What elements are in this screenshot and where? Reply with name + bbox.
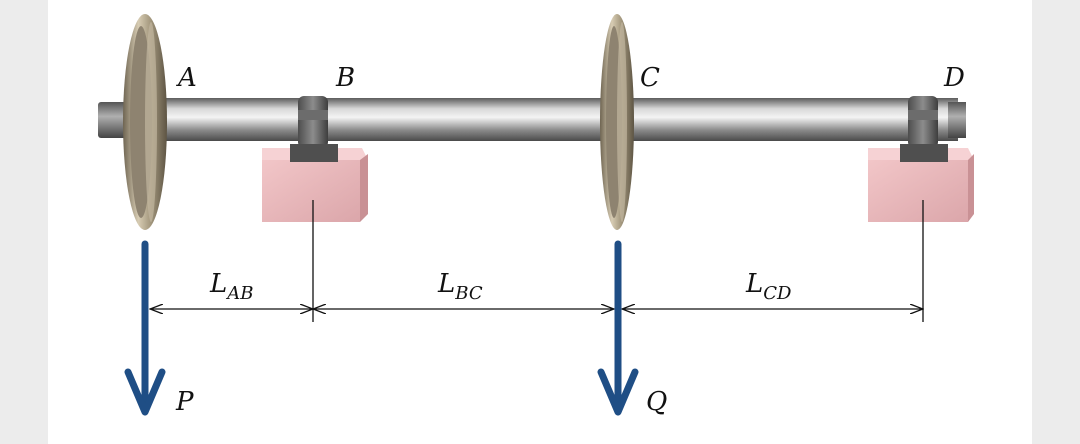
dimension-label-bc-sub: BC (454, 283, 483, 304)
load-arrow-q (597, 240, 639, 416)
label-load-q: Q (646, 387, 667, 417)
dimension-label-cd-main: L (745, 269, 763, 299)
axle-shaft (98, 98, 966, 141)
label-point-b: B (335, 63, 355, 93)
dimension-label-bc: LBC (437, 269, 483, 304)
dimension-label-cd-sub: CD (763, 283, 792, 304)
dimension-label-cd: LCD (745, 269, 792, 304)
dimension-label-ab: LAB (209, 269, 254, 304)
load-arrow-p (124, 240, 166, 416)
dimension-label-bc-main: L (437, 269, 455, 299)
bearing-b (290, 96, 338, 162)
label-point-c: C (640, 63, 660, 93)
bearing-d (900, 96, 948, 162)
support-block-b (262, 148, 368, 222)
label-point-a: A (176, 63, 197, 93)
wheel-c (600, 14, 634, 230)
dimension-label-ab-main: L (209, 269, 227, 299)
label-point-d: D (943, 63, 965, 93)
label-load-p: P (175, 387, 194, 417)
dimension-label-ab-sub: AB (225, 283, 253, 304)
wheel-a (123, 14, 167, 230)
